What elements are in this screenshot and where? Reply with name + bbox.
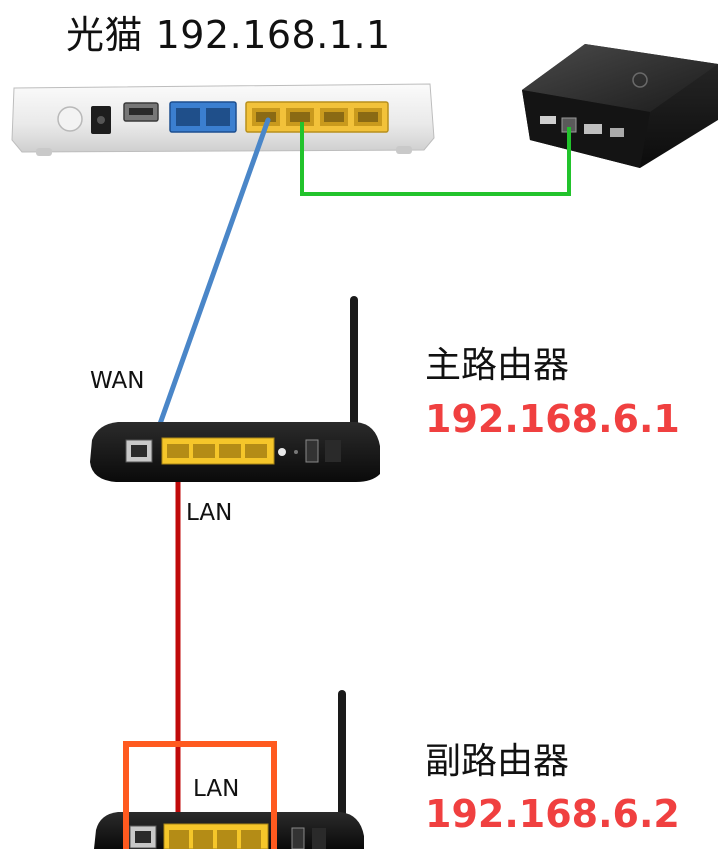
lan-highlight-box xyxy=(123,741,277,853)
wan-cable xyxy=(147,117,271,455)
main-router-name: 主路由器 xyxy=(425,345,570,386)
wan-port-label: WAN xyxy=(90,368,145,394)
sub-router-lan-label: LAN xyxy=(193,776,240,802)
modem-title: 光猫 192.168.1.1 xyxy=(66,13,391,57)
main-router-lan-label: LAN xyxy=(186,500,233,526)
set-top-box-icon xyxy=(522,44,718,168)
main-router-icon xyxy=(90,296,380,482)
main-router-ip: 192.168.6.1 xyxy=(425,397,680,441)
sub-router-icon xyxy=(94,690,364,850)
sub-router-name: 副路由器 xyxy=(425,741,570,782)
optical-modem-icon xyxy=(11,83,435,156)
stb-cable xyxy=(300,122,571,196)
sub-router-ip: 192.168.6.2 xyxy=(425,792,680,836)
